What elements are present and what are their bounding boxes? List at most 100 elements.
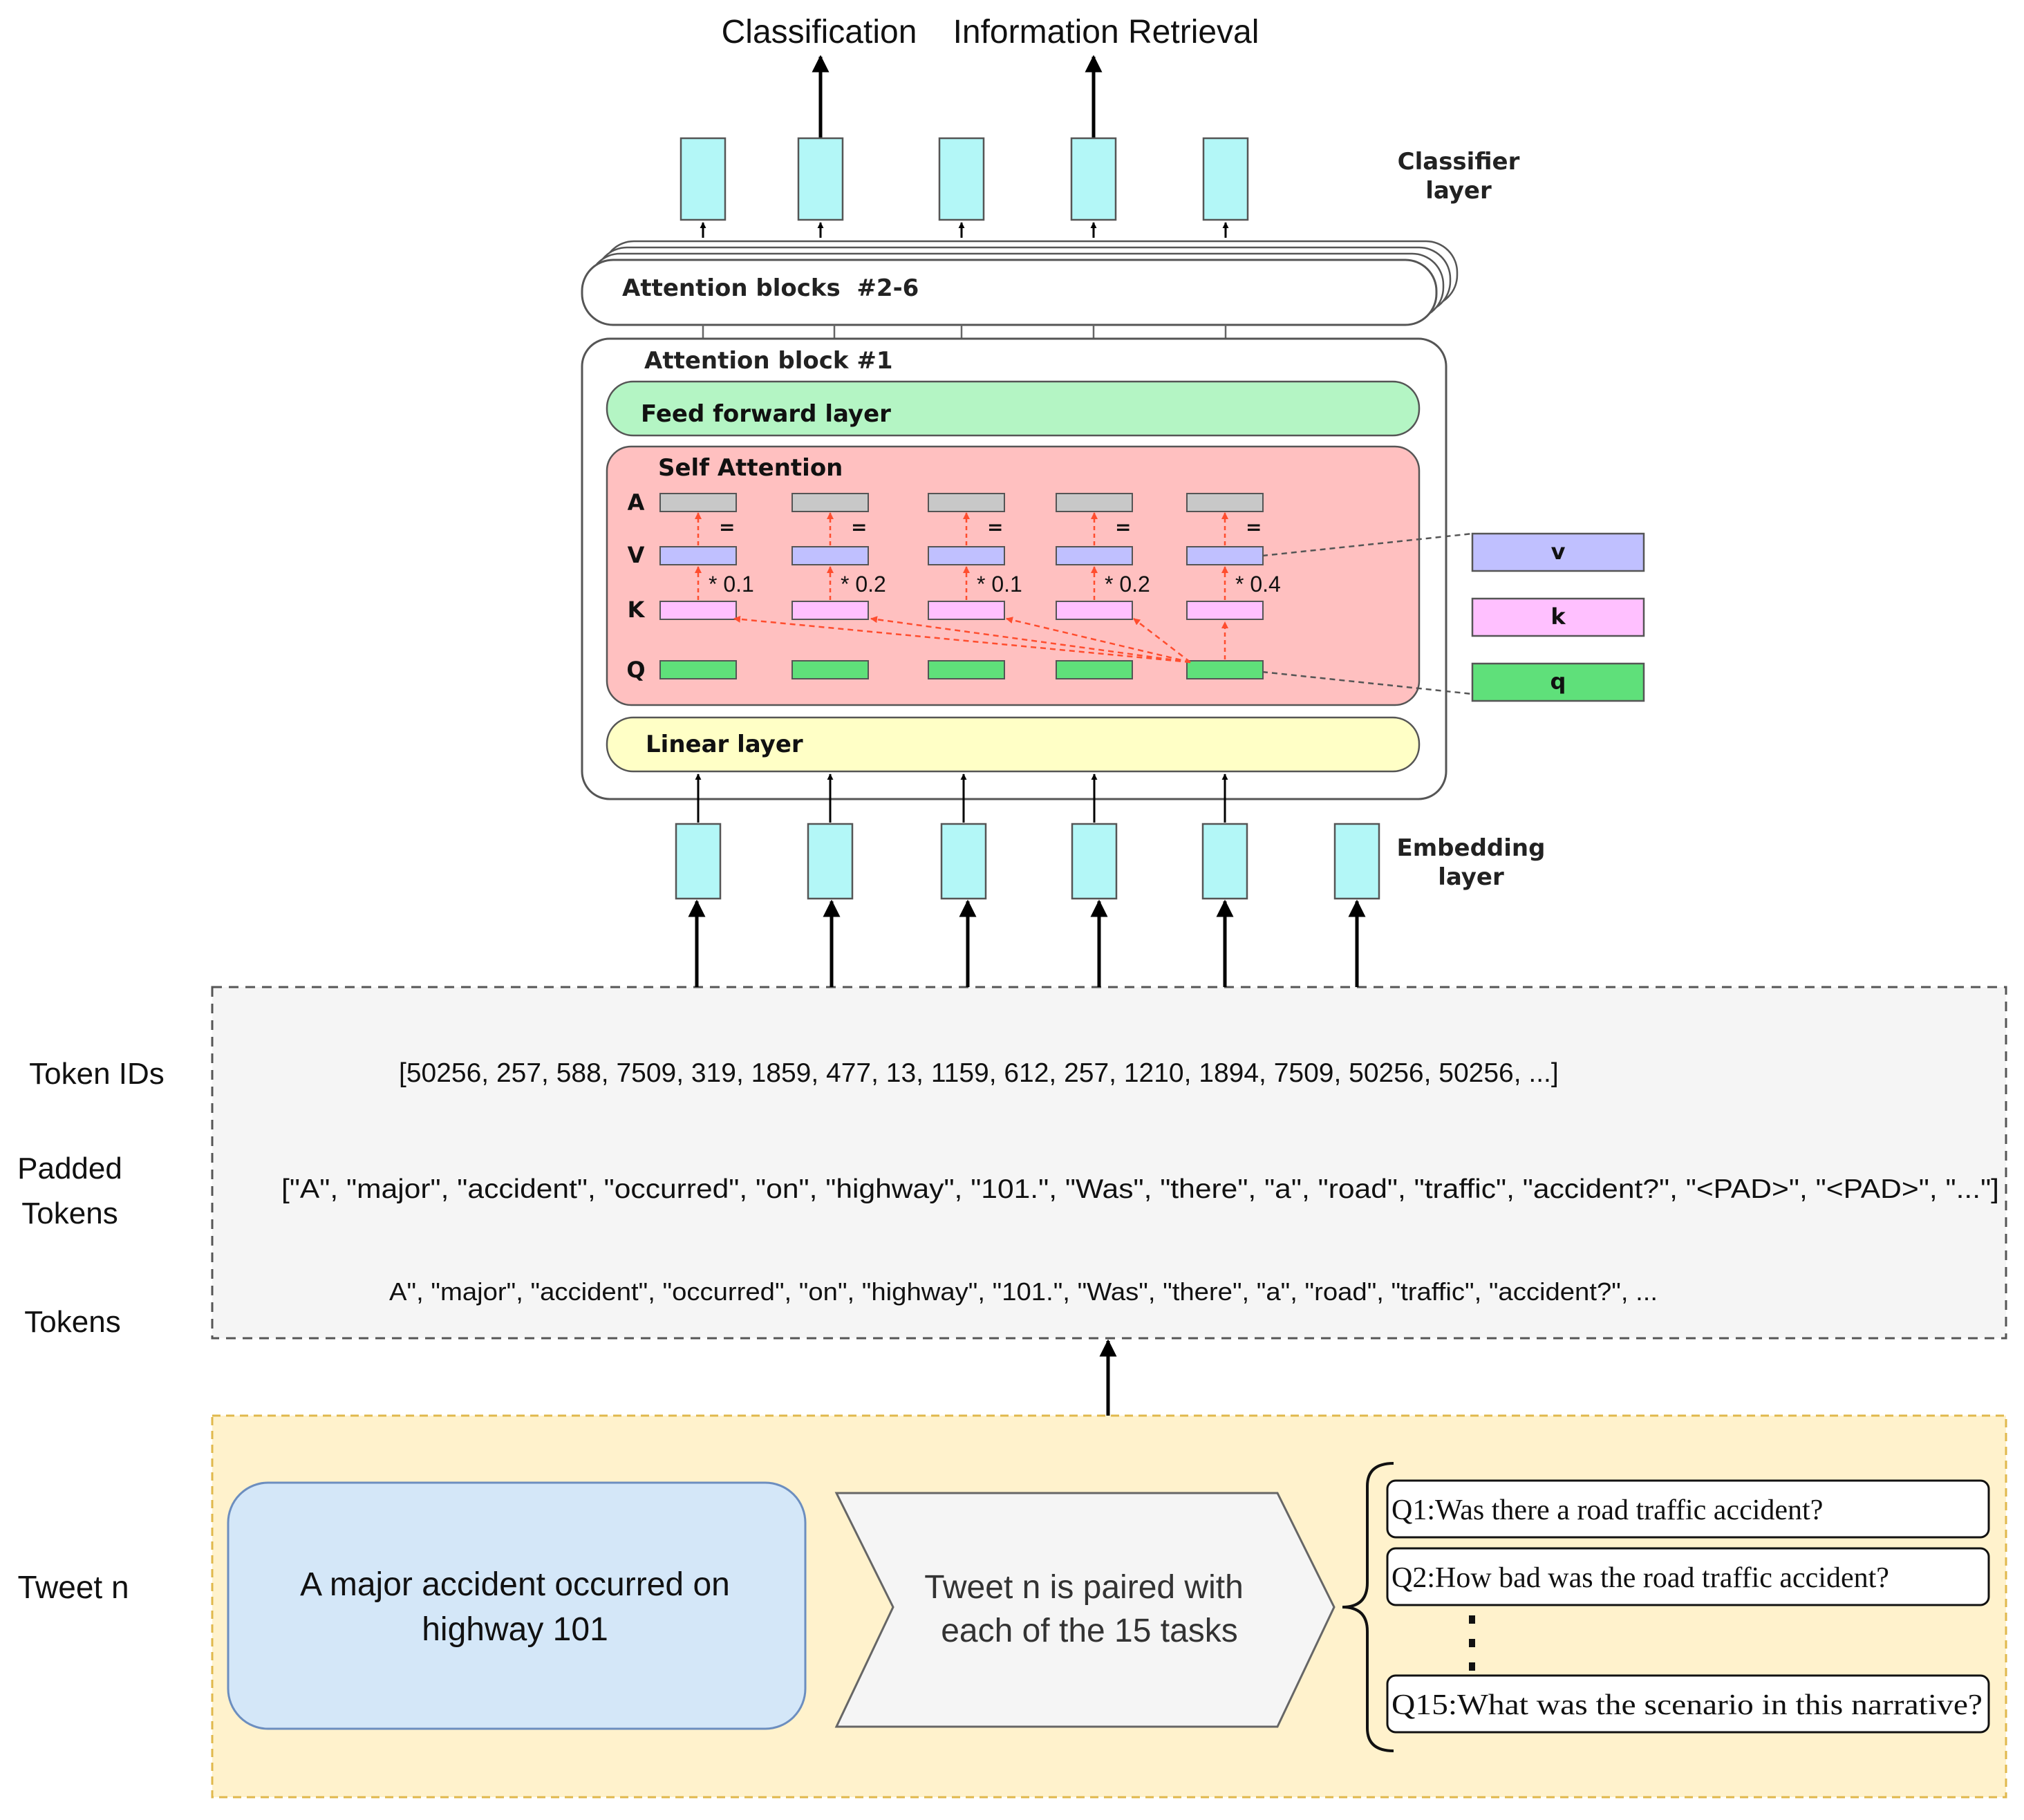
tokens-label: Tokens xyxy=(24,1305,120,1339)
question-1-text: Q1:Was there a road traffic accident? xyxy=(1392,1494,1823,1526)
v-vector-bar xyxy=(1186,546,1264,565)
row-label-v: V xyxy=(628,542,645,568)
token-ids-value: [50256, 257, 588, 7509, 319, 1859, 477, … xyxy=(399,1058,1559,1088)
attention-weight-label: * 0.2 xyxy=(1105,572,1150,597)
questions-brace xyxy=(1342,1462,1394,1752)
row-label-q: Q xyxy=(626,657,645,683)
attention-blocks-stack-label: Attention blocks #2-6 xyxy=(622,274,919,302)
embedding-box xyxy=(940,823,987,900)
equals-sign: = xyxy=(851,516,867,538)
v-vector-bar xyxy=(791,546,869,565)
row-label-a: A xyxy=(628,489,645,516)
a-vector-bar xyxy=(928,493,1005,512)
tweet-n-label: Tweet n xyxy=(17,1569,129,1605)
k-vector-bar xyxy=(791,601,869,620)
q-vector-bar xyxy=(1186,660,1264,679)
classifier-output-box xyxy=(797,137,844,221)
question-15-box xyxy=(1386,1674,1990,1734)
tweet-text-line1: A major accident occurred on xyxy=(300,1566,730,1603)
k-vector-bar xyxy=(1056,601,1133,620)
classifier-layer-label-line1: Classifier xyxy=(1398,148,1520,176)
a-vector-bar xyxy=(659,493,737,512)
q-vector-bar xyxy=(659,660,737,679)
attention-block-1-label: Attention block #1 xyxy=(644,347,893,375)
embedding-layer-label-line2: layer xyxy=(1438,863,1504,891)
attention-red-arrows xyxy=(733,615,1228,664)
output-classification-label: Classification xyxy=(722,14,917,50)
legend-v-dashed-link xyxy=(1262,532,1473,557)
tokens-value: A", "major", "accident", "occurred", "on… xyxy=(389,1277,1658,1306)
embedding-layer-label-line1: Embedding xyxy=(1397,834,1546,862)
classifier-output-box xyxy=(1202,137,1249,221)
legend-v-label: v xyxy=(1551,538,1566,565)
embedding-box xyxy=(1071,823,1118,900)
legend-q-dashed-link xyxy=(1262,670,1473,695)
question-ellipsis-dots xyxy=(1469,1615,1475,1671)
legend-k-label: k xyxy=(1550,603,1566,630)
block-connectors xyxy=(702,325,1227,339)
query-key-red-arrow xyxy=(733,615,1191,664)
token-to-embedding-arrows xyxy=(688,899,1366,987)
attention-weight-label: * 0.2 xyxy=(841,572,886,597)
v-vector-bar xyxy=(928,546,1005,565)
classifier-output-box xyxy=(680,137,727,221)
a-vector-bar xyxy=(1186,493,1264,512)
equals-sign: = xyxy=(1115,516,1131,538)
k-vector-bar xyxy=(928,601,1005,620)
query-key-red-arrow xyxy=(1006,617,1191,664)
pairing-chevron xyxy=(834,1492,1336,1728)
q-vector-bar xyxy=(791,660,869,679)
attention-weight-label: * 0.1 xyxy=(709,572,754,597)
vector-legend: v k q xyxy=(1262,532,1645,702)
q-vector-bar xyxy=(928,660,1005,679)
embedding-box xyxy=(675,823,722,900)
attention-weight-label: * 0.4 xyxy=(1235,572,1281,597)
k-vector-bar xyxy=(1186,601,1264,620)
legend-v-box xyxy=(1471,532,1645,572)
classifier-layer xyxy=(680,137,1249,238)
question-1-box xyxy=(1386,1479,1990,1539)
legend-q-label: q xyxy=(1550,668,1566,695)
k-vector-bar xyxy=(659,601,737,620)
token-section-box xyxy=(211,986,2007,1340)
padded-tokens-label-line2: Tokens xyxy=(21,1197,118,1230)
tweet-text-line2: highway 101 xyxy=(422,1611,608,1648)
classifier-layer-label-line2: layer xyxy=(1425,177,1492,205)
embedding-layer xyxy=(675,773,1380,900)
classifier-output-box xyxy=(1070,137,1117,221)
query-key-red-arrow xyxy=(870,616,1191,664)
q-vector-bar xyxy=(1056,660,1133,679)
token-ids-label: Token IDs xyxy=(29,1057,165,1091)
a-vector-bar xyxy=(791,493,869,512)
attention-vectors: = * 0.1 = * 0.2 = * 0.1 = * 0.2 = * 0.4 xyxy=(659,493,1281,679)
a-vector-bar xyxy=(1056,493,1133,512)
feed-forward-layer xyxy=(606,380,1421,437)
query-key-red-arrow xyxy=(1133,618,1191,663)
padded-tokens-label-line1: Padded xyxy=(17,1152,122,1185)
linear-layer-label: Linear layer xyxy=(646,731,803,758)
v-vector-bar xyxy=(659,546,737,565)
embedding-box xyxy=(1333,823,1380,900)
output-information-retrieval-label: Information Retrieval xyxy=(953,14,1259,50)
equals-sign: = xyxy=(719,516,735,538)
row-label-k: K xyxy=(628,597,646,623)
feed-forward-layer-label: Feed forward layer xyxy=(641,400,891,428)
pairing-text-line2: each of the 15 tasks xyxy=(941,1613,1238,1649)
equals-sign: = xyxy=(1246,516,1262,538)
linear-layer xyxy=(606,716,1421,773)
embedding-box xyxy=(1201,823,1248,900)
equals-sign: = xyxy=(987,516,1003,538)
question-2-text: Q2:How bad was the road traffic accident… xyxy=(1392,1562,1889,1594)
attention-blocks-stack xyxy=(581,240,1459,326)
padded-tokens-value: ["A", "major", "accident", "occurred", "… xyxy=(281,1174,1999,1204)
pairing-text-line1: Tweet n is paired with xyxy=(924,1569,1244,1606)
attention-weight-label: * 0.1 xyxy=(977,572,1022,597)
v-vector-bar xyxy=(1056,546,1133,565)
legend-q-box xyxy=(1471,662,1645,702)
legend-k-box xyxy=(1471,597,1645,637)
classifier-output-box xyxy=(938,137,985,221)
embedding-box xyxy=(807,823,854,900)
question-2-box xyxy=(1386,1547,1990,1606)
question-15-text: Q15:What was the scenario in this narrat… xyxy=(1392,1689,1983,1721)
